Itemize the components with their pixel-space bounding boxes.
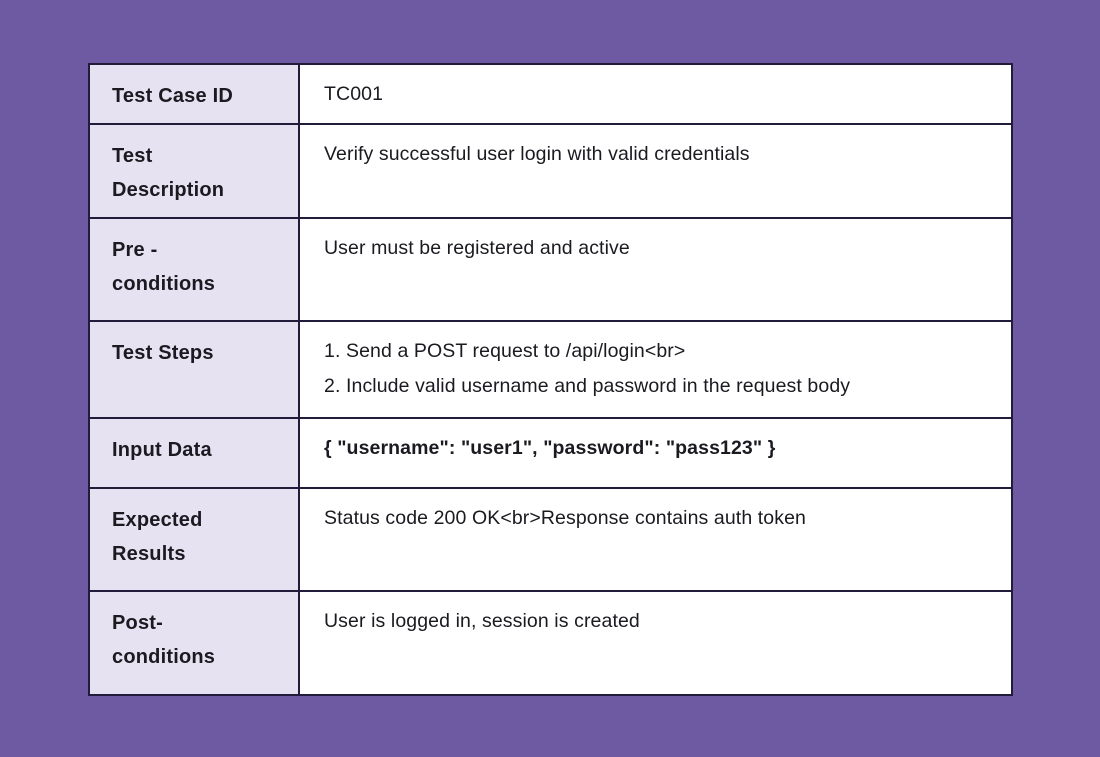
row-value-input-data: { "username": "user1", "password": "pass… xyxy=(298,417,1013,489)
row-label-pre-conditions: Pre - conditions xyxy=(88,217,300,322)
row-test-description: Test Description Verify successful user … xyxy=(88,123,1013,219)
row-test-steps: Test Steps 1. Send a POST request to /ap… xyxy=(88,320,1013,419)
row-pre-conditions: Pre - conditions User must be registered… xyxy=(88,217,1013,322)
row-label-expected-results: Expected Results xyxy=(88,487,300,592)
test-case-table: Test Case ID TC001 Test Description Veri… xyxy=(88,63,1013,696)
row-value-post-conditions: User is logged in, session is created xyxy=(298,590,1013,696)
row-label-test-description: Test Description xyxy=(88,123,300,219)
row-input-data: Input Data { "username": "user1", "passw… xyxy=(88,417,1013,489)
row-label-test-steps: Test Steps xyxy=(88,320,300,419)
row-label-input-data: Input Data xyxy=(88,417,300,489)
row-expected-results: Expected Results Status code 200 OK<br>R… xyxy=(88,487,1013,592)
row-value-test-case-id: TC001 xyxy=(298,63,1013,125)
row-label-post-conditions: Post-conditions xyxy=(88,590,300,696)
row-value-pre-conditions: User must be registered and active xyxy=(298,217,1013,322)
row-value-expected-results: Status code 200 OK<br>Response contains … xyxy=(298,487,1013,592)
row-value-test-steps: 1. Send a POST request to /api/login<br>… xyxy=(298,320,1013,419)
row-test-case-id: Test Case ID TC001 xyxy=(88,63,1013,125)
row-value-test-description: Verify successful user login with valid … xyxy=(298,123,1013,219)
row-post-conditions: Post-conditions User is logged in, sessi… xyxy=(88,590,1013,696)
row-label-test-case-id: Test Case ID xyxy=(88,63,300,125)
